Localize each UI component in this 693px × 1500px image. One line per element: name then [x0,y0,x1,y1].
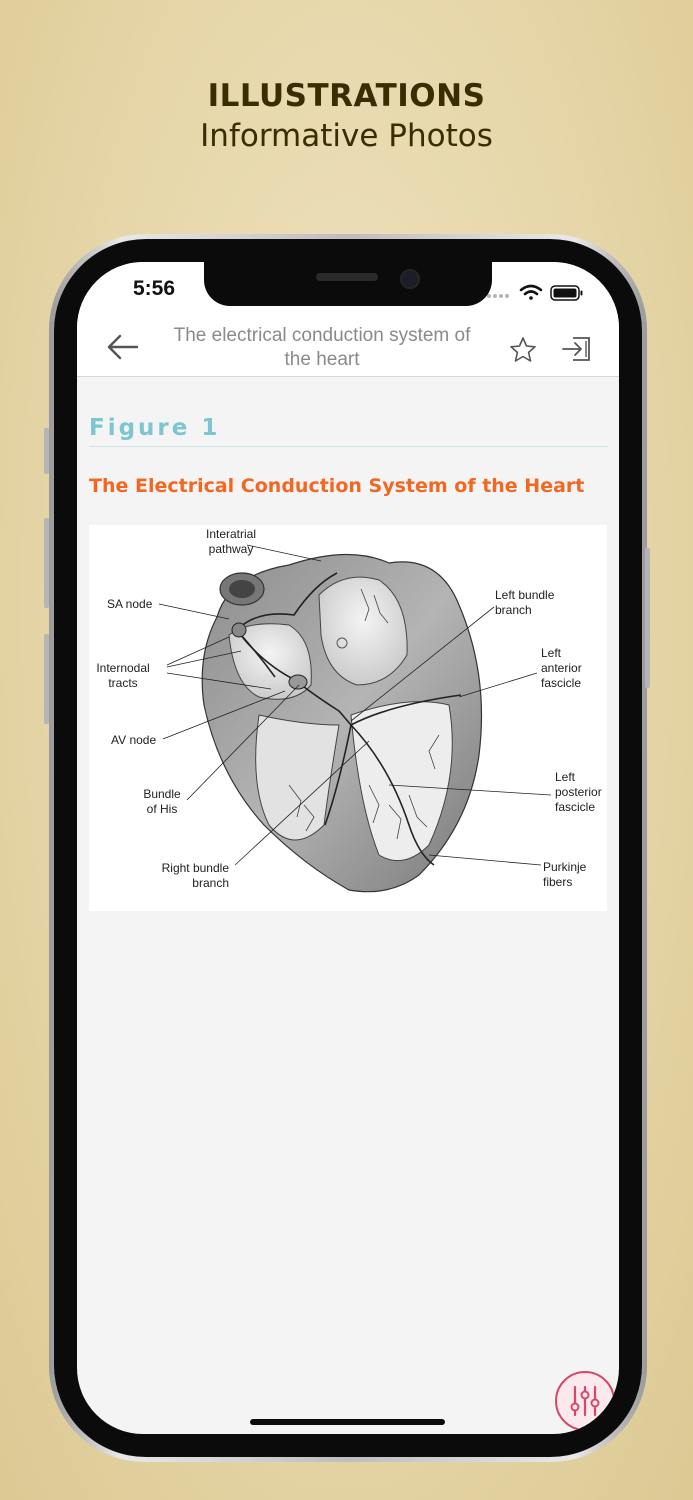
status-icons [485,282,595,307]
label-sa-node: SA node [107,597,153,611]
phone-screen: 5:56 [77,262,619,1434]
settings-fab[interactable] [555,1371,615,1431]
side-button-mute [44,428,49,474]
figure-divider [89,446,608,447]
sliders-icon [570,1385,600,1417]
label-left-posterior-fascicle: Left posterior fascicle [555,770,602,814]
label-left-anterior-fascicle: Left anterior fascicle [541,646,582,690]
signal-icon [487,294,509,298]
back-arrow-icon [107,334,139,360]
figure-label: Figure 1 [89,415,221,441]
status-time: 5:56 [133,277,176,300]
heart-drawing [158,544,552,893]
star-icon [510,337,536,362]
status-bar: 5:56 [77,262,619,318]
promo-title: ILLUSTRATIONS [207,78,486,114]
label-left-bundle-branch: Left bundle branch [495,588,555,617]
side-button-volume-down [44,634,49,724]
side-button-power [645,548,650,688]
wifi-icon [519,284,543,300]
nav-bar: The electrical conduction system of the … [77,318,619,377]
promo-subtitle: Informative Photos [200,118,493,154]
back-button[interactable] [105,332,139,367]
side-button-volume-up [44,518,49,608]
heart-illustration[interactable]: Interatrial pathway SA node Internodal t… [89,525,607,911]
front-camera [400,269,420,289]
label-interatrial-pathway: Interatrial pathway [205,527,257,556]
battery-icon [550,285,583,301]
label-right-bundle-branch: Right bundle branch [161,861,229,890]
label-purkinje-fibers: Purkinje fibers [543,860,587,889]
label-av-node: AV node [111,733,157,747]
figure-heading: The Electrical Conduction System of the … [89,475,585,497]
speaker-grille [316,273,378,281]
label-internodal-tracts: Internodal tracts [96,661,150,690]
label-bundle-of-his: Bundle of His [143,787,181,816]
page-title: The electrical conduction system of the … [173,325,471,370]
exit-icon [562,337,590,361]
favorite-button[interactable] [509,336,537,369]
exit-button[interactable] [561,334,593,369]
home-indicator[interactable] [250,1419,445,1425]
camera-notch [204,262,492,306]
